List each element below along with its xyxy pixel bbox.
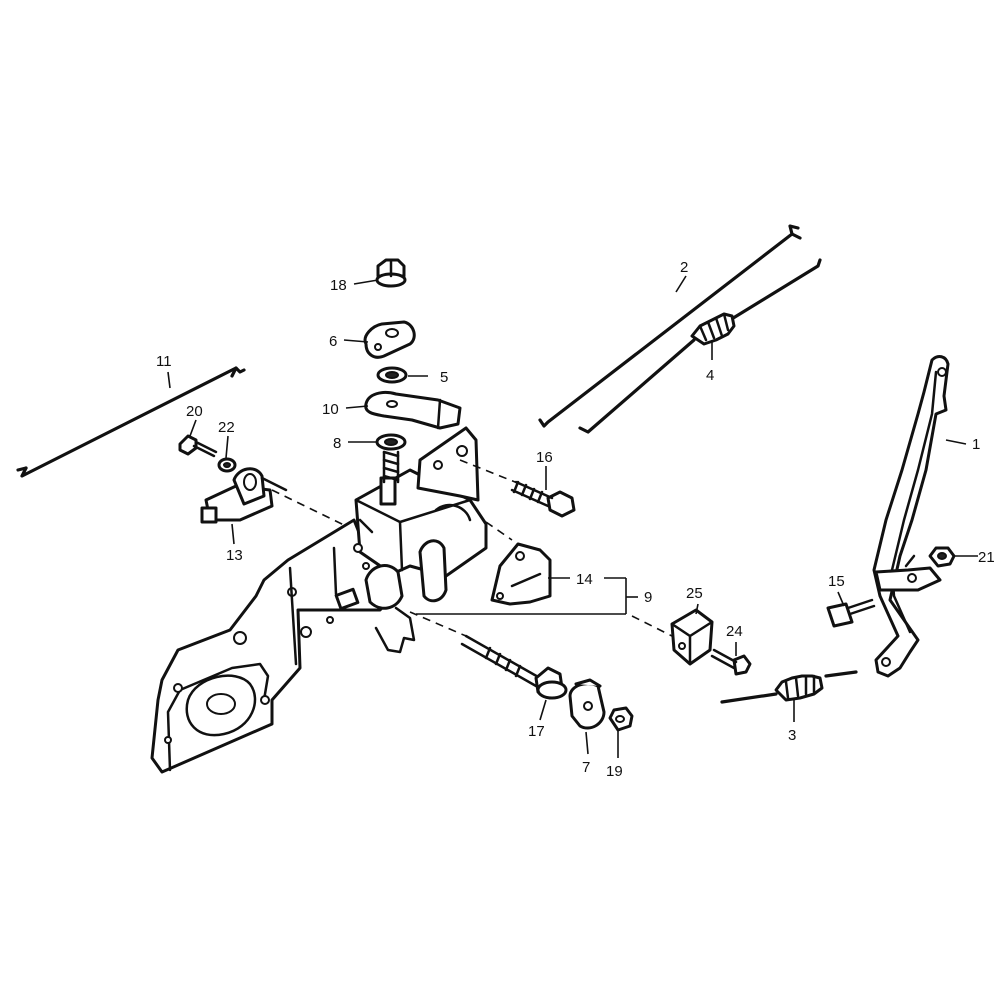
callout-2: 2 xyxy=(680,259,688,276)
callout-11: 11 xyxy=(156,353,172,370)
part-14-bracket xyxy=(490,542,552,606)
part-18-flange-nut xyxy=(375,258,407,288)
part-6-stop-plate xyxy=(363,320,416,359)
callout-16: 16 xyxy=(536,449,553,466)
callout-6: 6 xyxy=(329,333,337,350)
leader-lines xyxy=(167,275,978,758)
callout-18: 18 xyxy=(330,277,347,294)
callout-4: 4 xyxy=(706,367,714,384)
part-16-bolt xyxy=(510,480,576,518)
callout-17: 17 xyxy=(528,723,545,740)
callout-1: 1 xyxy=(972,436,980,453)
part-1-control-lever xyxy=(872,355,950,678)
callout-13: 13 xyxy=(226,547,243,564)
callout-14: 14 xyxy=(576,571,593,588)
part-3-return-spring xyxy=(720,670,858,704)
part-8-washer xyxy=(375,433,407,451)
callout-21: 21 xyxy=(978,549,995,566)
part-22-washer xyxy=(217,457,237,473)
callout-7: 7 xyxy=(582,759,590,776)
callout-9: 9 xyxy=(644,589,652,606)
callout-10: 10 xyxy=(322,401,339,418)
part-21-flange-nut xyxy=(928,546,956,568)
callout-24: 24 xyxy=(726,623,743,640)
control-housing xyxy=(353,426,488,654)
callout-5: 5 xyxy=(440,369,448,386)
callout-labels: 18 6 5 10 8 11 20 22 13 16 2 4 1 21 15 1… xyxy=(156,259,995,780)
part-7-clip-nut xyxy=(568,678,606,730)
callout-8: 8 xyxy=(333,435,341,452)
part-2-governor-rod xyxy=(538,224,802,428)
callout-22: 22 xyxy=(218,419,235,436)
control-shaft-spring xyxy=(382,450,400,484)
control-base-plate xyxy=(150,518,396,774)
callout-3: 3 xyxy=(788,727,796,744)
part-19-flange-nut xyxy=(608,706,634,732)
callout-20: 20 xyxy=(186,403,203,420)
callout-15: 15 xyxy=(828,573,845,590)
part-17-bolt xyxy=(460,634,568,700)
part-11-choke-rod xyxy=(16,366,246,478)
part-15-screw xyxy=(826,598,876,628)
callout-25: 25 xyxy=(686,585,703,602)
callout-19: 19 xyxy=(606,763,623,780)
part-5-washer xyxy=(376,366,408,384)
part-25-cable-clamp xyxy=(670,608,714,666)
part-13-switch xyxy=(200,467,288,524)
part-4-governor-spring xyxy=(578,258,822,434)
part-20-screw xyxy=(178,434,218,458)
part-10-control-lever xyxy=(364,390,462,430)
part-24-screw xyxy=(710,648,752,676)
